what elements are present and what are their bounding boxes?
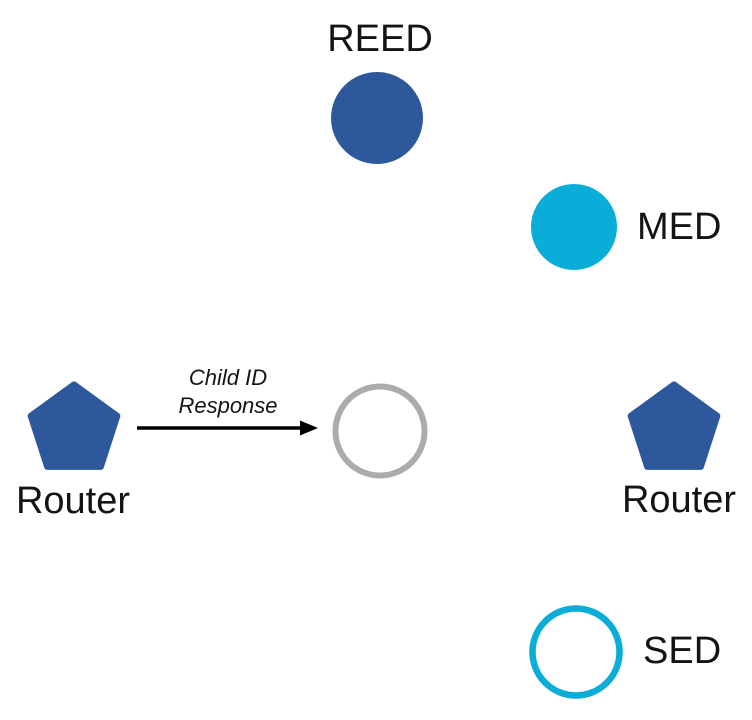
med-node-circle-icon [531, 184, 617, 270]
reed-node-circle-icon [331, 72, 423, 164]
router-left-label: Router [15, 480, 131, 523]
arrow-label-line1: Child ID [188, 365, 268, 390]
router-right-label: Router [621, 479, 737, 522]
router-left-pentagon-shape [27, 381, 121, 470]
reed-node-label: REED [327, 18, 433, 61]
arrow-label-line2: Response [178, 393, 278, 418]
reed-circle-shape [331, 72, 423, 164]
router-left-pentagon-icon [27, 381, 121, 470]
joiner-circle-shape [332, 383, 428, 479]
arrow-label: Child ID Response [178, 364, 277, 420]
sed-node-circle-icon [529, 605, 623, 699]
med-node-label: MED [637, 206, 722, 249]
sed-circle-shape [529, 605, 623, 699]
arrow-head [300, 420, 318, 436]
joiner-node-circle-icon [332, 383, 428, 479]
router-right-pentagon-shape [627, 381, 721, 470]
sed-node-label: SED [643, 630, 722, 673]
child-id-response-arrow-icon [137, 420, 318, 436]
med-circle-shape [531, 184, 617, 270]
router-right-pentagon-icon [627, 381, 721, 470]
